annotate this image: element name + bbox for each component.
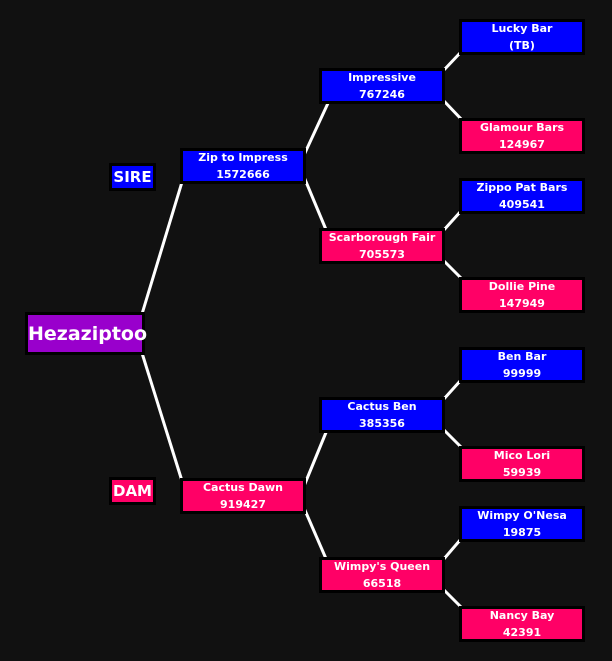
connector — [302, 429, 329, 487]
horse-name: Cactus Ben — [347, 400, 417, 413]
horse-number: 42391 — [502, 626, 542, 639]
connector — [140, 181, 184, 315]
horse-number: 124967 — [499, 138, 545, 151]
connector — [302, 507, 329, 562]
horse-number: 66518 — [362, 577, 402, 590]
ancestor-box[interactable]: Mico Lori 59939 — [459, 446, 585, 482]
horse-number: 767246 — [359, 88, 405, 101]
subject-horse[interactable]: Hezaziptoo — [25, 312, 148, 355]
horse-number: 99999 — [502, 367, 542, 380]
connector — [441, 538, 463, 561]
horse-name: Wimpy O'Nesa — [477, 509, 567, 522]
horse-number: 147949 — [499, 297, 545, 310]
ancestor-box[interactable]: Dollie Pine 147949 — [459, 277, 585, 313]
paternal-granddam-box[interactable]: Scarborough Fair 705573 — [319, 228, 445, 264]
horse-name: Lucky Bar — [491, 22, 553, 35]
horse-number: 919427 — [220, 498, 266, 511]
horse-name: Glamour Bars — [479, 121, 565, 134]
horse-name: Ben Bar — [497, 350, 547, 363]
sire-box[interactable]: Zip to Impress 1572666 — [180, 148, 306, 184]
horse-name: Cactus Dawn — [202, 481, 284, 494]
horse-name: Wimpy's Queen — [333, 560, 431, 573]
ancestor-box[interactable]: Wimpy O'Nesa 19875 — [459, 506, 585, 542]
connector — [441, 50, 463, 73]
maternal-grandsire-box[interactable]: Cactus Ben 385356 — [319, 397, 445, 433]
subject-name: Hezaziptoo — [28, 322, 148, 345]
horse-name: Dollie Pine — [488, 280, 556, 293]
horse-name: Zippo Pat Bars — [476, 181, 568, 194]
maternal-granddam-box[interactable]: Wimpy's Queen 66518 — [319, 557, 445, 593]
horse-number: 19875 — [502, 526, 542, 539]
horse-number: 409541 — [499, 198, 545, 211]
ancestor-box[interactable]: Lucky Bar (TB) — [459, 19, 585, 55]
paternal-grandsire-box[interactable]: Impressive 767246 — [319, 68, 445, 104]
horse-name: Mico Lori — [493, 449, 551, 462]
connector — [441, 98, 465, 123]
ancestor-box[interactable]: Zippo Pat Bars 409541 — [459, 178, 585, 214]
horse-number: 59939 — [502, 466, 542, 479]
horse-name: Zip to Impress — [198, 151, 288, 164]
horse-name: Impressive — [348, 71, 416, 84]
horse-name: Nancy Bay — [489, 609, 555, 622]
connector — [441, 258, 465, 282]
horse-number: 705573 — [359, 248, 405, 261]
dam-label: DAM — [109, 477, 156, 505]
connector — [441, 378, 463, 402]
connector — [140, 352, 184, 482]
connector — [302, 100, 331, 156]
horse-number: 385356 — [359, 417, 405, 430]
sire-label: SIRE — [109, 163, 156, 191]
ancestor-box[interactable]: Glamour Bars 124967 — [459, 118, 585, 154]
connector — [441, 587, 465, 611]
connector — [302, 176, 329, 233]
sire-label-text: SIRE — [113, 168, 152, 186]
horse-name: Scarborough Fair — [328, 231, 436, 244]
dam-label-text: DAM — [113, 482, 152, 500]
connector — [441, 427, 465, 451]
ancestor-box[interactable]: Nancy Bay 42391 — [459, 606, 585, 642]
connector — [441, 209, 463, 233]
horse-number: 1572666 — [216, 168, 270, 181]
ancestor-box[interactable]: Ben Bar 99999 — [459, 347, 585, 383]
dam-box[interactable]: Cactus Dawn 919427 — [180, 478, 306, 514]
horse-number: (TB) — [509, 39, 535, 52]
